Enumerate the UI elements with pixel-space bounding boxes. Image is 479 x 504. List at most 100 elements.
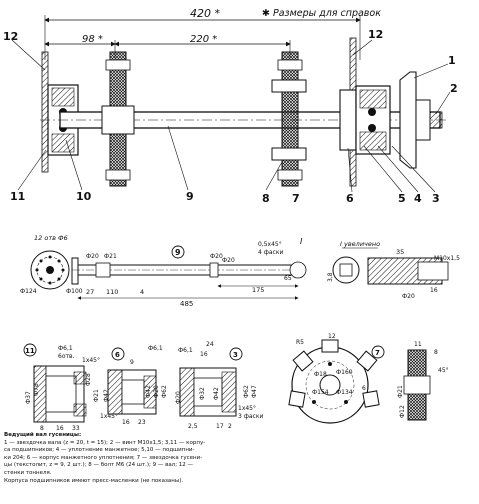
p6-d62: Ф62 — [161, 385, 168, 398]
dim-chamfer: 0,5х45° — [258, 241, 282, 248]
p11-bolt: 6отв. — [58, 353, 75, 360]
label-2: 2 — [450, 82, 458, 95]
detail-mark: I — [300, 237, 303, 246]
shaft-sprocket — [399, 71, 443, 169]
dim-220: 220 * — [190, 34, 217, 45]
dim-3-8: 3,8 — [327, 272, 334, 282]
dim-d21: Ф21 — [104, 253, 117, 260]
p6-d42: Ф42 — [103, 389, 110, 402]
label-12-right: 12 — [368, 28, 383, 41]
track-sprocket-left — [101, 51, 135, 187]
label-5: 5 — [398, 192, 406, 205]
p3-chamfer: 1х45° — [238, 405, 256, 412]
dim-m10: М10х1,5 — [434, 255, 460, 262]
part-11-view: 11 6отв. Ф6,1 1х45° Ф37 Ф78 Ф28 Ф21 8 16… — [23, 343, 100, 432]
label-4: 4 — [414, 192, 422, 205]
label-3: 3 — [432, 192, 440, 205]
caption-line-6: Корпуса подшипников имеют пресс-масленки… — [4, 477, 184, 484]
dim-420: 420 * — [190, 7, 220, 20]
part-6-view: 6 Ф6,1 9 Ф42 Ф42 Ф20 Ф62 16 23 1х45° — [100, 345, 168, 426]
spr-d154: Ф154 — [312, 389, 329, 396]
label-9: 9 — [186, 190, 194, 203]
label-8: 8 — [262, 192, 270, 205]
view-number-9: 9 — [175, 248, 181, 257]
p11-d21: Ф21 — [93, 389, 100, 402]
p11-33: 33 — [72, 425, 80, 432]
track-sprocket-right — [271, 51, 307, 187]
holes-note: 12 отв Ф6 — [34, 234, 68, 242]
part-3-number: 3 — [233, 351, 238, 359]
shaft-flange — [71, 257, 79, 285]
shaft-detail-view: 12 отв Ф6 Ф124 Ф100 9 Ф20 Ф21 Ф20 0,5х45… — [20, 234, 460, 308]
dim-175: 175 — [252, 286, 264, 294]
p6-chamfer: 1х45° — [100, 413, 118, 420]
p6-16: 16 — [122, 419, 130, 426]
p3-d62: Ф62 — [243, 385, 250, 398]
spr-d21: Ф21 — [397, 385, 404, 398]
p3-d42: Ф42 — [213, 387, 220, 400]
dim-110: 110 — [106, 288, 118, 296]
p11-8: 8 — [40, 425, 44, 432]
p3-16: 16 — [200, 351, 208, 358]
spr-angle: 45° — [438, 367, 449, 374]
spr-d18: Ф18 — [314, 371, 327, 378]
dim-98: 98 * — [82, 34, 103, 45]
p3-note: 3 фаски — [238, 413, 263, 420]
detail-title: I увеличено — [340, 240, 380, 248]
label-1: 1 — [448, 54, 456, 67]
dim-d124: Ф124 — [20, 288, 37, 295]
p6-23: 23 — [138, 419, 146, 426]
p6-d61: Ф6,1 — [148, 345, 163, 352]
dim-chamfer-note: 4 фаски — [258, 249, 283, 256]
caption-line-5: стенки тоннеля. — [4, 469, 52, 476]
spr-6: 6 — [362, 385, 366, 392]
technical-drawing: 420 * ✱ Размеры для справок 98 * 220 * — [3, 7, 460, 432]
spr-r5: R5 — [296, 339, 304, 346]
caption-line-2: са подшипников; 4 — уплотнение манжетное… — [4, 447, 195, 454]
part-6-number: 6 — [115, 351, 120, 359]
caption-line-1: 1 — звездочка вала (z = 20, t = 15); 2 —… — [4, 439, 206, 446]
dim-16: 16 — [430, 287, 438, 294]
dim-d100: Ф100 — [66, 288, 83, 295]
dim-d20-detail: Ф20 — [402, 293, 415, 300]
spr-12: 12 — [328, 333, 336, 340]
p11-d78: Ф78 — [33, 383, 40, 396]
p11-d28: Ф28 — [85, 373, 92, 386]
caption-title: Ведущий вал гусеницы: — [4, 432, 82, 438]
dim-27: 27 — [86, 288, 94, 296]
dim-d20-a: Ф20 — [86, 253, 99, 260]
seal-housing — [339, 89, 357, 151]
spr-d12: Ф12 — [399, 405, 406, 418]
assembly-leaders — [11, 39, 451, 193]
label-12-left: 12 — [3, 30, 18, 43]
caption-line-3: ки 204; 6 — корпус манжетного уплотнения… — [4, 454, 203, 461]
part-3-view: 3 24 16 Ф6,1 Ф20 Ф32 Ф42 Ф62 Ф47 1х45° 3… — [175, 341, 263, 430]
spr-8: 8 — [434, 349, 438, 356]
label-7: 7 — [292, 192, 300, 205]
p11-d61: Ф6,1 — [58, 345, 73, 352]
dim-35: 35 — [396, 248, 404, 256]
p3-2: 2 — [228, 423, 232, 430]
reference-note: ✱ Размеры для справок — [262, 8, 381, 19]
part-11-number: 11 — [25, 347, 35, 355]
spr-d134: Ф134 — [336, 389, 353, 396]
p3-24: 24 — [206, 341, 214, 348]
p6-d42b: Ф42 — [145, 385, 152, 398]
view-number-7: 7 — [375, 349, 380, 357]
p6-9: 9 — [130, 359, 134, 366]
dim-d20-c: Ф20 — [222, 257, 235, 264]
label-10: 10 — [76, 190, 92, 203]
dim-65: 65 — [284, 275, 292, 282]
p6-d20: Ф20 — [153, 385, 160, 398]
assembly-view: 420 * ✱ Размеры для справок 98 * 220 * — [3, 7, 458, 205]
dim-485: 485 — [180, 300, 193, 308]
p3-d20: Ф20 — [175, 391, 182, 404]
p3-d32: Ф32 — [199, 387, 206, 400]
p11-chamfer: 1х45° — [82, 357, 100, 364]
dim-4: 4 — [140, 288, 144, 296]
spr-11: 11 — [414, 341, 422, 348]
caption-line-4: цы (текстолит, z = 9, 2 шт.); 8 — болт М… — [4, 462, 194, 469]
spr-d160: Ф160 — [336, 369, 353, 376]
p3-17: 17 — [216, 423, 224, 430]
sprocket-7-view: 7 R5 12 Ф18 Ф154 Ф160 Ф134 6 11 8 Ф21 Ф1… — [288, 333, 449, 424]
